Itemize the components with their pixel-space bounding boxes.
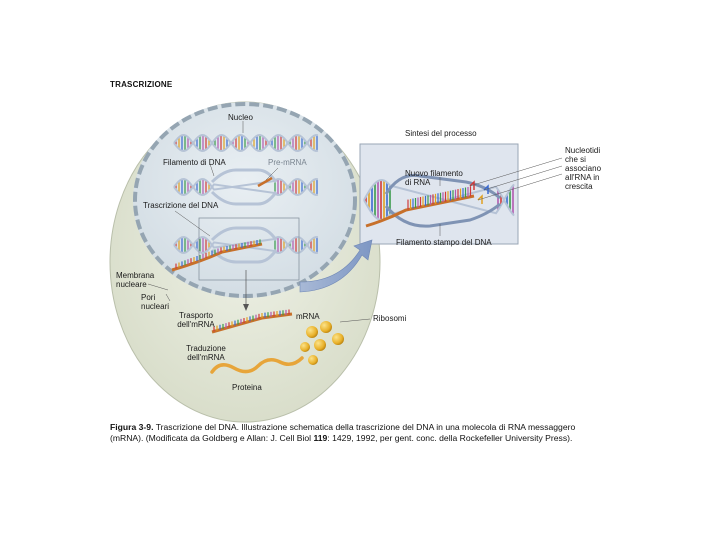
leader-line bbox=[339, 318, 371, 323]
dna-backbone bbox=[363, 178, 515, 215]
leader-line bbox=[209, 163, 215, 177]
mrna-bases bbox=[213, 309, 290, 332]
inset-bubble-upper bbox=[384, 173, 501, 200]
leader-lines bbox=[147, 121, 563, 323]
label-dna-transcription: Trascrizione del DNA bbox=[143, 201, 219, 210]
label-process-synthesis: Sintesi del processo bbox=[405, 129, 477, 138]
leader-line bbox=[477, 173, 563, 201]
nuclear-membrane bbox=[133, 102, 357, 298]
nucleotide bbox=[483, 184, 489, 194]
label-new-rna-strand: Nuovo filamento di RNA bbox=[405, 169, 463, 187]
transcription-bubble-lower bbox=[210, 190, 278, 206]
pre-mrna-long bbox=[171, 242, 263, 272]
inset-bubble-lower bbox=[384, 202, 501, 228]
label-nucleus: Nucleo bbox=[228, 113, 253, 122]
label-ribosomes: Ribosomi bbox=[373, 314, 407, 323]
ribosome bbox=[306, 326, 318, 338]
free-nucleotides bbox=[469, 180, 489, 204]
label-dna-strand: Filamento di DNA bbox=[163, 158, 226, 167]
caption-volume: 119 bbox=[313, 433, 328, 443]
flow-arrow-head bbox=[243, 304, 249, 311]
figure-title: TRASCRIZIONE bbox=[110, 80, 173, 89]
protein-chain bbox=[210, 356, 304, 374]
label-nuclear-membrane: Membrana nucleare bbox=[116, 271, 155, 289]
leader-line bbox=[165, 293, 171, 302]
label-protein: Proteina bbox=[232, 383, 262, 392]
label-mrna-translation: Traduzione dell'mRNA bbox=[186, 344, 226, 362]
transcription-bubble-upper bbox=[210, 168, 278, 184]
pre-mrna-bases bbox=[175, 239, 261, 269]
ribosome bbox=[320, 321, 332, 333]
pre-mrna-short bbox=[257, 176, 273, 188]
inset-rna-strand bbox=[365, 194, 475, 228]
dna-backbone bbox=[173, 133, 319, 153]
ribosome bbox=[314, 339, 326, 351]
zoom-box bbox=[198, 217, 300, 281]
leader-line bbox=[265, 167, 279, 181]
ribosome-cluster bbox=[300, 321, 344, 365]
leader-line bbox=[147, 283, 169, 291]
leader-line bbox=[483, 165, 563, 191]
label-pre-mrna: Pre-mRNA bbox=[268, 158, 307, 167]
leader-line bbox=[174, 210, 211, 237]
leader-line bbox=[469, 157, 563, 187]
zoom-arrow bbox=[299, 239, 373, 293]
ribosome bbox=[308, 355, 318, 365]
label-nucleotides: Nucleotidi che si associano all'RNA in c… bbox=[565, 146, 602, 191]
inset-rna-bases bbox=[407, 186, 472, 210]
nucleotide bbox=[477, 194, 483, 204]
caption-label: Figura 3-9. bbox=[110, 422, 154, 432]
transcription-bubble3-upper bbox=[210, 226, 278, 242]
ribosome bbox=[300, 342, 310, 352]
label-mrna-transport: Trasporto dell'mRNA bbox=[177, 311, 215, 329]
label-nuclear-pores: Pori nucleari bbox=[141, 293, 170, 311]
label-mrna: mRNA bbox=[296, 312, 320, 321]
caption-title: Trascrizione del DNA. bbox=[155, 422, 239, 432]
nucleotide bbox=[469, 180, 475, 190]
transcription-bubble3-lower bbox=[210, 248, 278, 264]
ribosome bbox=[332, 333, 344, 345]
figure-caption: Figura 3-9. Trascrizione del DNA. Illust… bbox=[110, 422, 580, 444]
label-template-strand: Filamento stampo del DNA bbox=[396, 238, 492, 247]
dna-backbone bbox=[173, 133, 319, 153]
caption-text-end: : 1429, 1992, per gent. conc. della Rock… bbox=[327, 433, 573, 443]
caption-text: Illustrazione schematica della trascrizi… bbox=[110, 422, 576, 443]
